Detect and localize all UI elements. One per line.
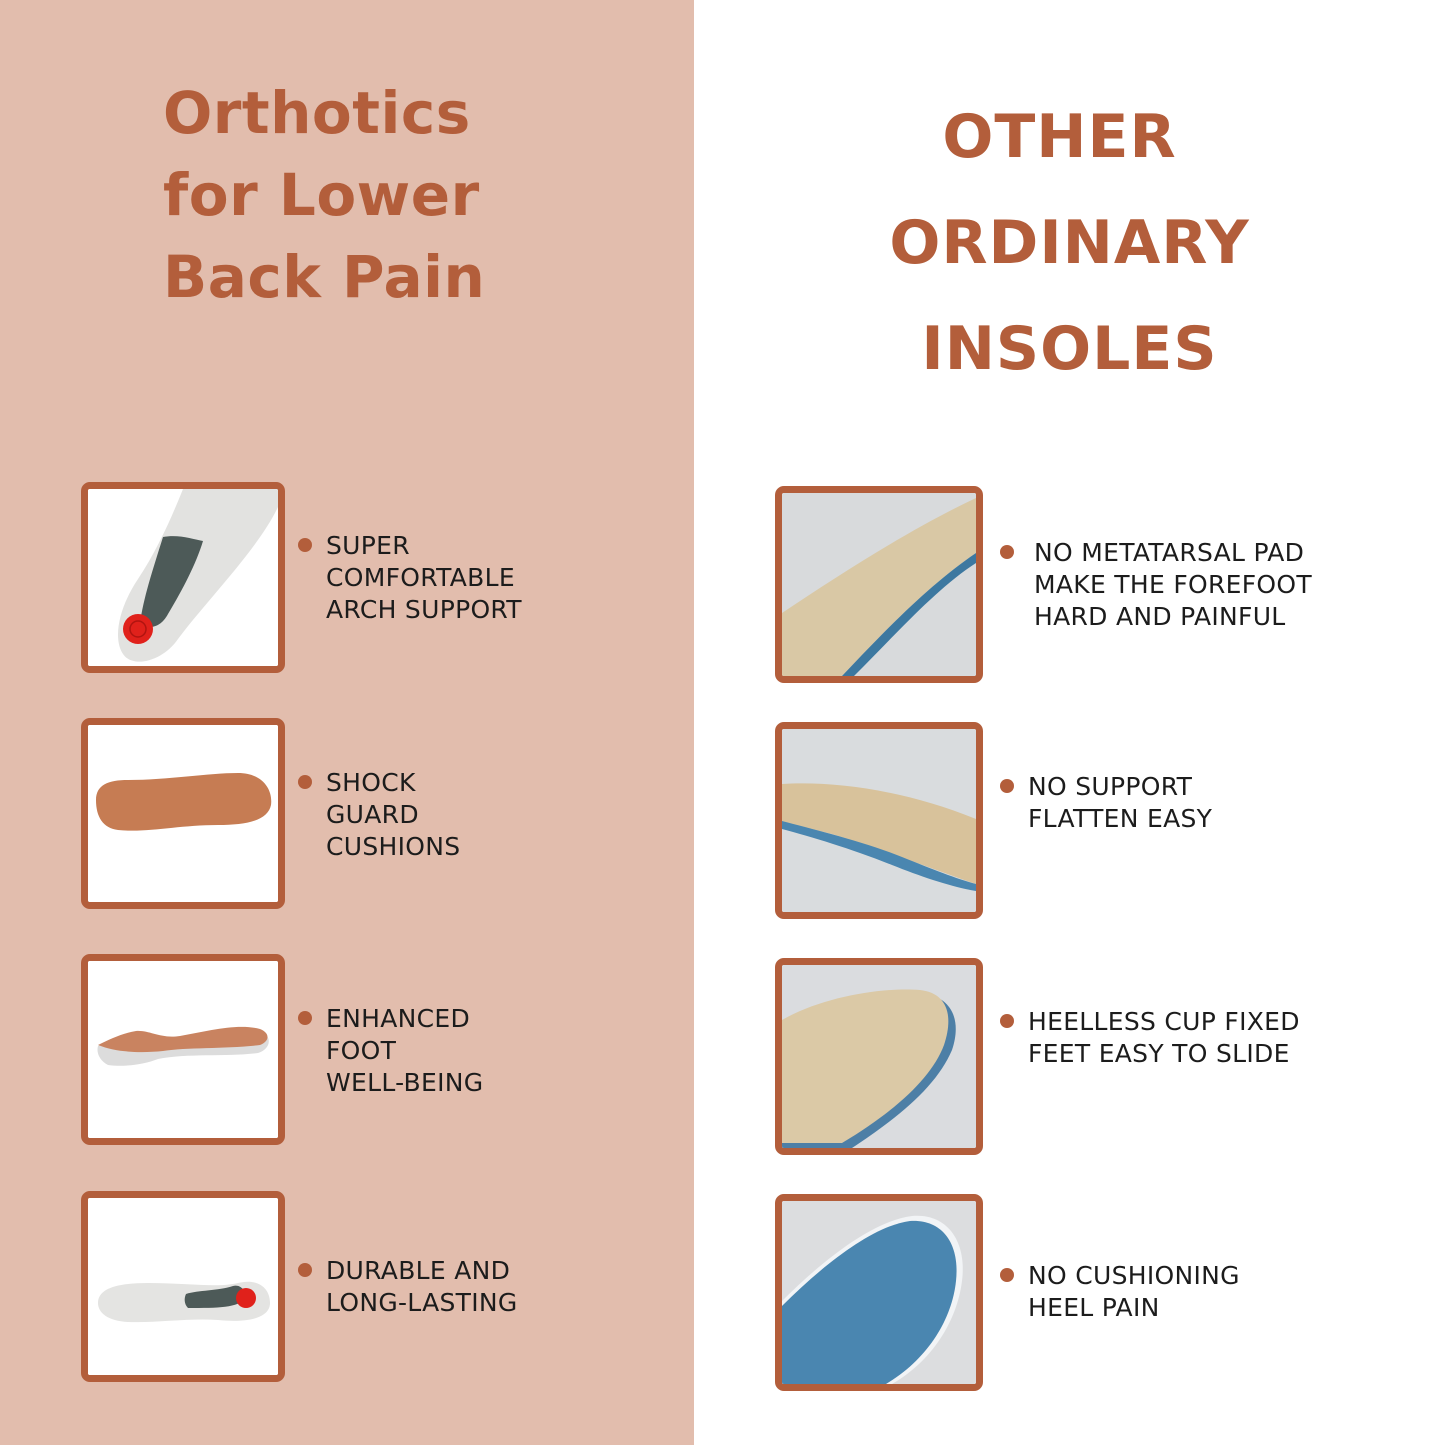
- bullet-icon: [298, 538, 312, 552]
- insole-image-icon: [782, 493, 976, 676]
- feature-item: NO CUSHIONING HEEL PAIN: [1000, 1260, 1240, 1324]
- orthotics-title: Orthotics for Lower Back Pain: [163, 72, 583, 318]
- flat-insole-edge-closeup-photo: [775, 486, 983, 683]
- tan-insole-top-view-photo: [81, 718, 285, 909]
- bullet-icon: [1000, 1014, 1014, 1028]
- title-line: for Lower: [163, 161, 480, 229]
- insole-image-icon: [782, 965, 976, 1148]
- title-line: Orthotics: [163, 79, 471, 147]
- feature-text: HEELLESS CUP FIXED FEET EASY TO SLIDE: [1028, 1007, 1300, 1068]
- feature-item: ENHANCED FOOT WELL-BEING: [298, 1003, 483, 1099]
- grey-insole-arch-support-photo: [81, 482, 285, 673]
- title-line: OTHER: [942, 102, 1177, 172]
- feature-text: NO METATARSAL PAD MAKE THE FOREFOOT HARD…: [1034, 538, 1312, 631]
- feature-item: SHOCK GUARD CUSHIONS: [298, 767, 460, 863]
- insole-image-icon: [88, 1198, 278, 1375]
- bullet-icon: [1000, 779, 1014, 793]
- feature-item: DURABLE AND LONG-LASTING: [298, 1255, 518, 1319]
- bullet-icon: [298, 1263, 312, 1277]
- feature-item: SUPER COMFORTABLE ARCH SUPPORT: [298, 530, 522, 626]
- feature-text: NO CUSHIONING HEEL PAIN: [1028, 1261, 1240, 1322]
- title-line: Back Pain: [163, 243, 486, 311]
- ordinary-insoles-title: OTHER ORDINARY INSOLES: [694, 84, 1445, 402]
- insole-image-icon: [88, 961, 278, 1138]
- insole-image-icon: [88, 489, 278, 666]
- feature-item: HEELLESS CUP FIXED FEET EASY TO SLIDE: [1000, 1006, 1300, 1070]
- bullet-icon: [1000, 545, 1014, 559]
- insole-image-icon: [88, 725, 278, 902]
- title-line: ORDINARY: [889, 208, 1250, 278]
- flat-insole-side-closeup-photo: [775, 722, 983, 919]
- feature-text: DURABLE AND LONG-LASTING: [326, 1256, 518, 1317]
- blue-insole-bottom-closeup-photo: [775, 1194, 983, 1391]
- feature-item: NO METATARSAL PAD MAKE THE FOREFOOT HARD…: [1000, 537, 1312, 633]
- grey-insole-red-heel-pad-photo: [81, 1191, 285, 1382]
- feature-text: ENHANCED FOOT WELL-BEING: [326, 1004, 484, 1097]
- feature-text: SUPER COMFORTABLE ARCH SUPPORT: [326, 531, 522, 624]
- bullet-icon: [298, 1011, 312, 1025]
- feature-text: SHOCK GUARD CUSHIONS: [326, 768, 461, 861]
- insole-side-profile-photo: [81, 954, 285, 1145]
- feature-text: NO SUPPORT FLATTEN EASY: [1028, 772, 1213, 833]
- bullet-icon: [1000, 1268, 1014, 1282]
- bullet-icon: [298, 775, 312, 789]
- insole-image-icon: [782, 729, 976, 912]
- feature-item: NO SUPPORT FLATTEN EASY: [1000, 771, 1212, 835]
- insole-image-icon: [782, 1201, 976, 1384]
- title-line: INSOLES: [921, 314, 1218, 384]
- heelless-insole-closeup-photo: [775, 958, 983, 1155]
